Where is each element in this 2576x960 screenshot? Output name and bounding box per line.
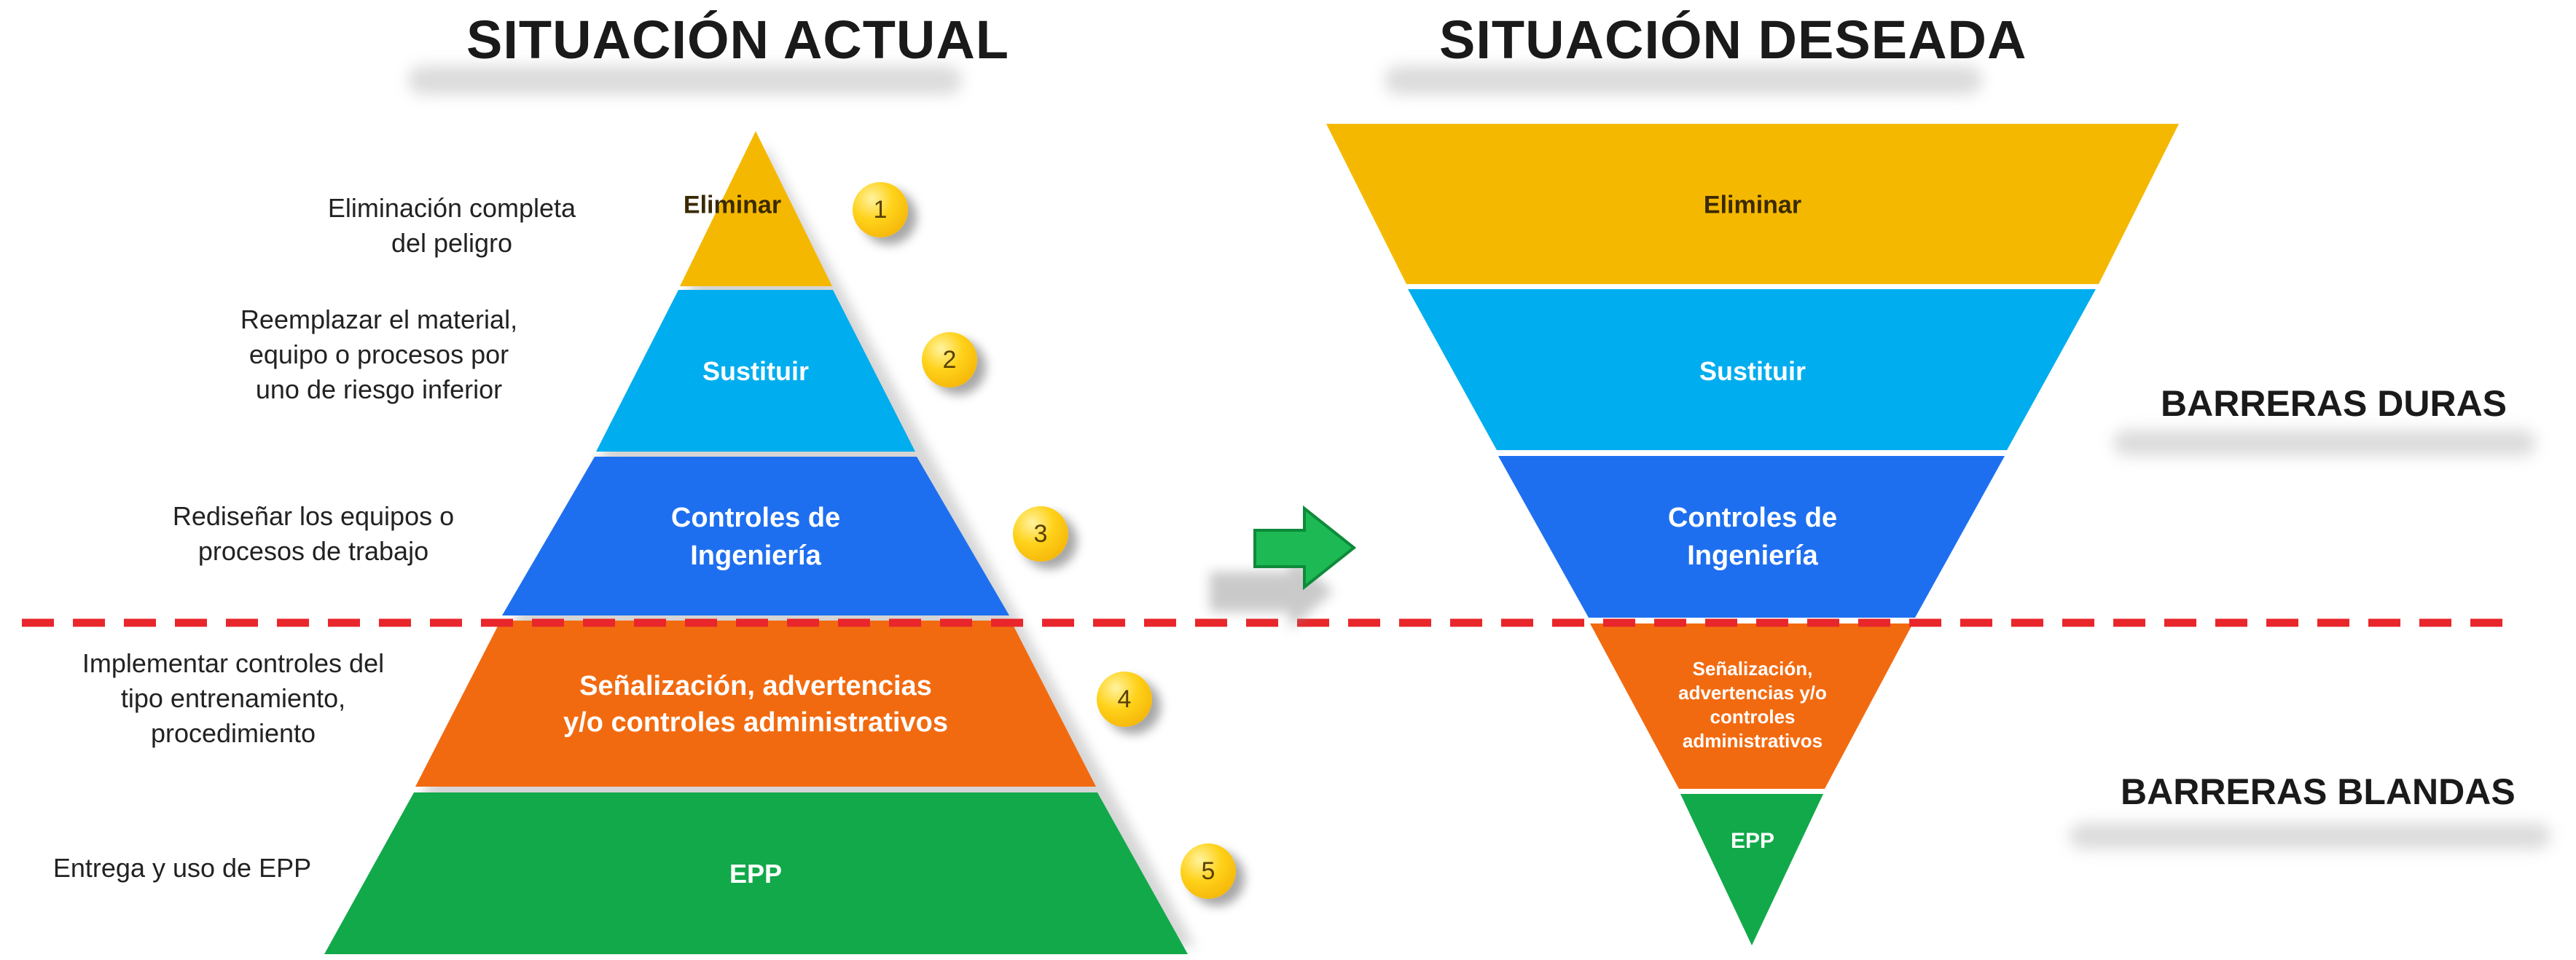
pyramid-label-senalizacion: Señalización, advertencias y/o controles…: [563, 671, 948, 738]
inverted-tier-epp: [1680, 794, 1823, 945]
description-2: Reemplazar el material, equipo o proceso…: [240, 304, 518, 404]
pyramid-tier-sustituir: [596, 290, 915, 452]
inverted-label-ingenieria: Controles de Ingeniería: [1667, 503, 1838, 571]
inverted-tier-sustituir: [1408, 289, 2096, 450]
right-arrow-icon: [1253, 505, 1357, 591]
hard-shadow: [2113, 430, 2536, 456]
pyramid-tier-ingenieria: [502, 457, 1009, 615]
number-badge-1: 1: [853, 182, 908, 237]
title-shadow-left: [408, 66, 962, 95]
inverted-label-eliminar: Eliminar: [1703, 191, 1802, 219]
hard-barriers-label: BARRERAS DURAS: [2161, 383, 2508, 424]
pyramid-tier-senalizacion: [415, 621, 1096, 787]
soft-barriers-label: BARRERAS BLANDAS: [2121, 771, 2516, 812]
pyramid-label-ingenieria: Controles de Ingeniería: [670, 503, 841, 571]
inverted-label-sustituir: Sustituir: [1699, 356, 1806, 386]
title-current: SITUACIÓN ACTUAL: [466, 9, 1009, 70]
title-desired: SITUACIÓN DESEADA: [1439, 9, 2027, 70]
inverted-tier-senalizacion: [1590, 623, 1913, 789]
pyramid-label-sustituir: Sustituir: [702, 356, 810, 386]
pyramid-tier-epp: [324, 792, 1188, 954]
inverted-label-epp: EPP: [1730, 829, 1775, 853]
arrow-shadow: [1210, 554, 1334, 629]
number-badge-2: 2: [922, 332, 977, 387]
description-3: Rediseñar los equipos o procesos de trab…: [172, 501, 455, 566]
description-5: Entrega y uso de EPP: [52, 853, 312, 883]
inverted-tier-ingenieria: [1498, 456, 2005, 618]
number-badge-4: 4: [1097, 672, 1152, 727]
inverted-label-senalizacion: Señalización, advertencias y/o controles…: [1678, 658, 1827, 752]
number-badge-5: 5: [1181, 843, 1236, 899]
description-1: Eliminación completa del peligro: [327, 193, 576, 258]
number-badge-3: 3: [1013, 506, 1068, 562]
title-shadow-right: [1385, 66, 1982, 95]
soft-shadow: [2070, 823, 2550, 849]
pyramid-label-eliminar: Eliminar: [683, 191, 782, 219]
description-4: Implementar controles del tipo entrenami…: [82, 648, 385, 748]
inverted-tier-eliminar: [1326, 124, 2179, 284]
pyramid-label-epp: EPP: [729, 859, 783, 889]
pyramid-tier-eliminar: [680, 131, 832, 286]
